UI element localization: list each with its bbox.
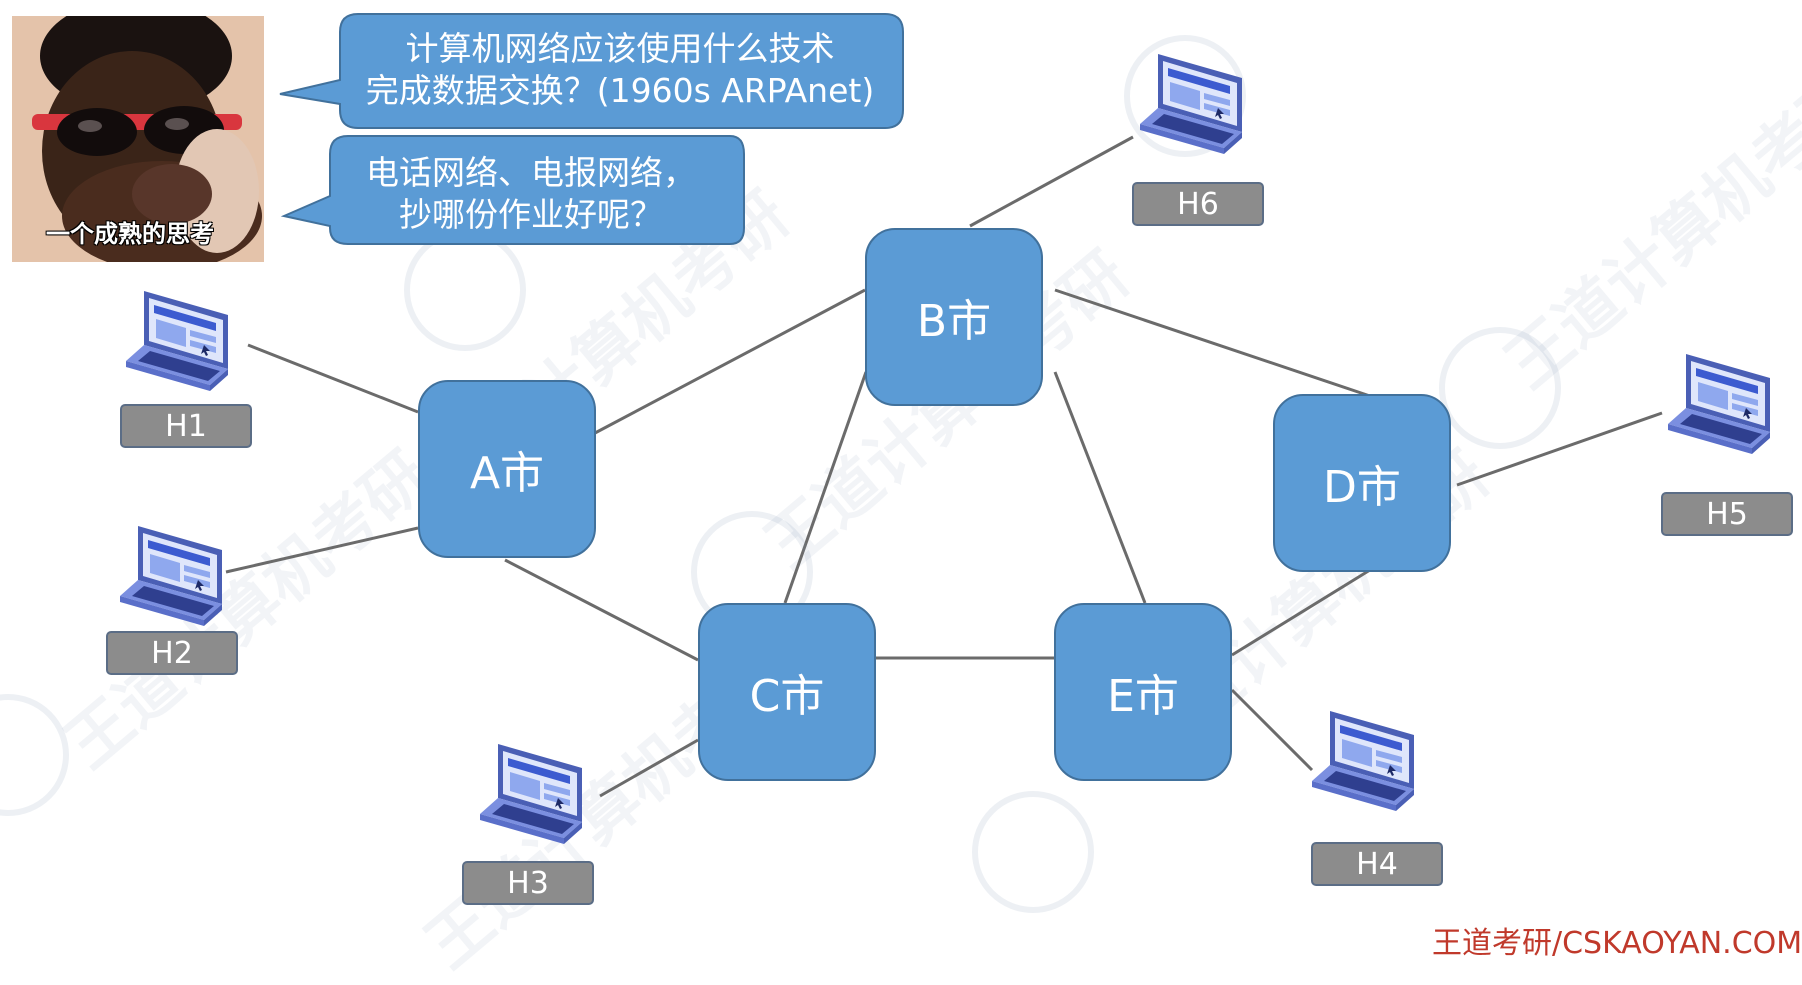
host-label-h1[interactable]: H1 — [120, 404, 252, 448]
link-d-h5 — [1456, 411, 1663, 487]
watermark-logo — [0, 35, 1561, 913]
question-callout — [279, 13, 904, 129]
link-a-c — [504, 558, 699, 662]
link-e-h4 — [1230, 688, 1314, 772]
laptop-icon[interactable] — [124, 285, 244, 395]
link-b-d — [1054, 288, 1371, 398]
footer-brand: 王道考研/CSKAOYAN.COM — [1432, 926, 1802, 961]
link-h3-c — [599, 738, 699, 798]
thinking-man-sunglasses-image — [12, 16, 264, 262]
city-node-e[interactable]: E市 — [1054, 603, 1232, 781]
laptop-icon[interactable] — [1666, 348, 1786, 458]
meme-caption: 一个成熟的思考 — [46, 220, 214, 248]
thought-callout-text: 电话网络、电报网络， 抄哪份作业好呢？ — [366, 153, 696, 234]
network-links — [0, 35, 1663, 913]
city-node-a[interactable]: A市 — [418, 380, 596, 558]
link-b-h6 — [969, 135, 1134, 228]
host-label-h2[interactable]: H2 — [106, 631, 238, 675]
city-node-b[interactable]: B市 — [865, 228, 1043, 406]
host-label-h5[interactable]: H5 — [1661, 492, 1793, 536]
city-node-d[interactable]: D市 — [1273, 394, 1451, 572]
meme-image: 一个成熟的思考 — [12, 16, 264, 262]
laptop-icon[interactable] — [1138, 48, 1258, 158]
host-label-h6[interactable]: H6 — [1132, 182, 1264, 226]
host-label-h4[interactable]: H4 — [1311, 842, 1443, 886]
thought-callout — [280, 135, 745, 245]
laptop-icon[interactable] — [1310, 705, 1430, 815]
laptop-icon[interactable] — [478, 738, 598, 848]
link-a-b — [594, 288, 866, 435]
host-label-h3[interactable]: H3 — [462, 861, 594, 905]
link-h1-a — [247, 343, 419, 414]
link-d-e — [1231, 568, 1371, 657]
link-b-e — [1053, 371, 1147, 604]
question-callout-text: 计算机网络应该使用什么技术 完成数据交换？(1960s ARPAnet) — [365, 29, 875, 110]
city-node-c[interactable]: C市 — [698, 603, 876, 781]
link-h2-a — [225, 526, 419, 574]
link-b-c — [783, 371, 868, 604]
laptop-icon[interactable] — [118, 520, 238, 630]
slide: 王道计算机考研 王道计算机考研 王道计算机考研 王道计算机考研 王道计算机考研 … — [0, 13, 1802, 983]
